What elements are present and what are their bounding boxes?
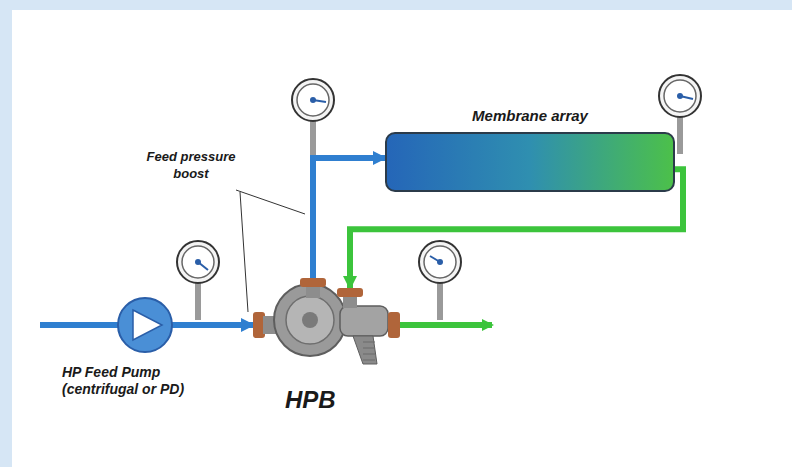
- flange: [337, 288, 363, 297]
- valve-rib: [363, 354, 375, 355]
- pump-node: HP Feed Pump (centrifugal or PD): [62, 296, 222, 398]
- casing-cover: [286, 296, 334, 344]
- booster-casing: [274, 284, 346, 356]
- leader-label: Feed pressure boost: [132, 148, 250, 182]
- valve-rib: [363, 342, 375, 343]
- booster-label: HPB: [285, 386, 336, 414]
- pump-label: HP Feed Pump (centrifugal or PD): [62, 364, 222, 398]
- pump-casing: [118, 298, 172, 352]
- pump-triangle: [133, 310, 162, 340]
- turbine-housing: [340, 306, 388, 336]
- membrane-node: Membrane array: [385, 106, 675, 192]
- pump-symbol: [62, 296, 222, 354]
- booster-node: HPB: [245, 268, 420, 418]
- valve-rib: [363, 348, 375, 349]
- flow-pipe: [172, 322, 253, 328]
- valve: [353, 336, 377, 364]
- flange: [388, 312, 400, 338]
- flange: [300, 278, 326, 287]
- valve-rib: [363, 360, 375, 361]
- booster-illustration: [245, 268, 420, 386]
- hub: [302, 312, 318, 328]
- membrane-heading: Membrane array: [385, 106, 675, 126]
- membrane-box: [385, 132, 675, 192]
